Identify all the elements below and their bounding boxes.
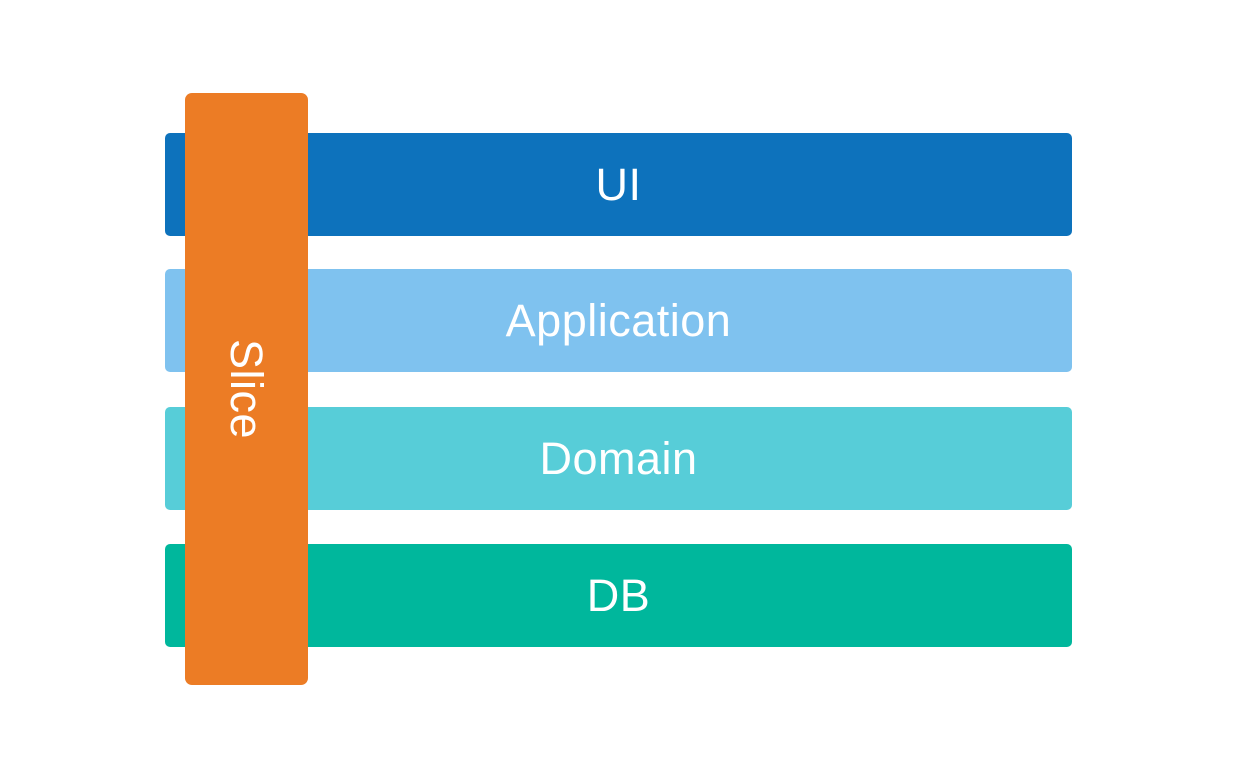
slice-label: Slice — [221, 338, 272, 440]
layer-label-domain: Domain — [539, 433, 698, 484]
layer-label-db: DB — [586, 570, 651, 621]
layer-bar-domain: Domain — [165, 407, 1072, 510]
slice-bar: Slice — [185, 93, 308, 685]
layer-label-ui: UI — [595, 159, 642, 210]
layer-label-application: Application — [505, 295, 732, 346]
layer-bar-db: DB — [165, 544, 1072, 647]
layer-bar-ui: UI — [165, 133, 1072, 236]
layer-bar-application: Application — [165, 269, 1072, 372]
